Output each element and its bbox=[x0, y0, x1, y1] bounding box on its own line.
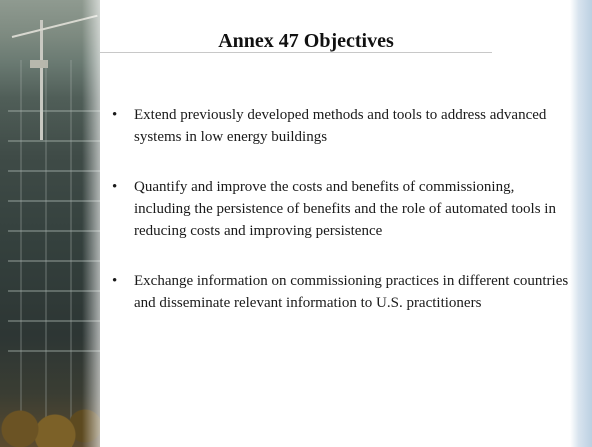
photo-fade bbox=[82, 0, 100, 447]
bullet-icon: • bbox=[112, 107, 118, 123]
building-floor-line bbox=[8, 350, 100, 352]
bullet-item: • Exchange information on commissioning … bbox=[110, 270, 570, 314]
building-floor-line bbox=[8, 320, 100, 322]
bullet-icon: • bbox=[112, 179, 118, 195]
title-underline bbox=[100, 52, 492, 53]
bullet-icon: • bbox=[112, 273, 118, 289]
building-floor-line bbox=[8, 230, 100, 232]
bullet-text: Quantify and improve the costs and benef… bbox=[134, 179, 556, 239]
crane-mast bbox=[40, 20, 43, 140]
building-construction-photo bbox=[0, 0, 100, 447]
building-floor-line bbox=[8, 290, 100, 292]
slide-title: Annex 47 Objectives bbox=[218, 30, 394, 52]
crane-counterweight bbox=[30, 60, 48, 68]
building-floor-line bbox=[8, 140, 100, 142]
bullet-text: Exchange information on commissioning pr… bbox=[134, 273, 569, 311]
building-floor-line bbox=[8, 170, 100, 172]
bullet-list: • Extend previously developed methods an… bbox=[110, 104, 570, 314]
building-column bbox=[20, 60, 22, 447]
building-floor-line bbox=[8, 110, 100, 112]
building-floor-line bbox=[8, 260, 100, 262]
building-floor-line bbox=[8, 200, 100, 202]
right-edge-gradient bbox=[570, 0, 592, 447]
bullet-text: Extend previously developed methods and … bbox=[134, 107, 547, 145]
bullet-item: • Quantify and improve the costs and ben… bbox=[110, 176, 570, 242]
building-column bbox=[70, 60, 72, 447]
bullet-item: • Extend previously developed methods an… bbox=[110, 104, 570, 148]
building-column bbox=[45, 60, 47, 447]
